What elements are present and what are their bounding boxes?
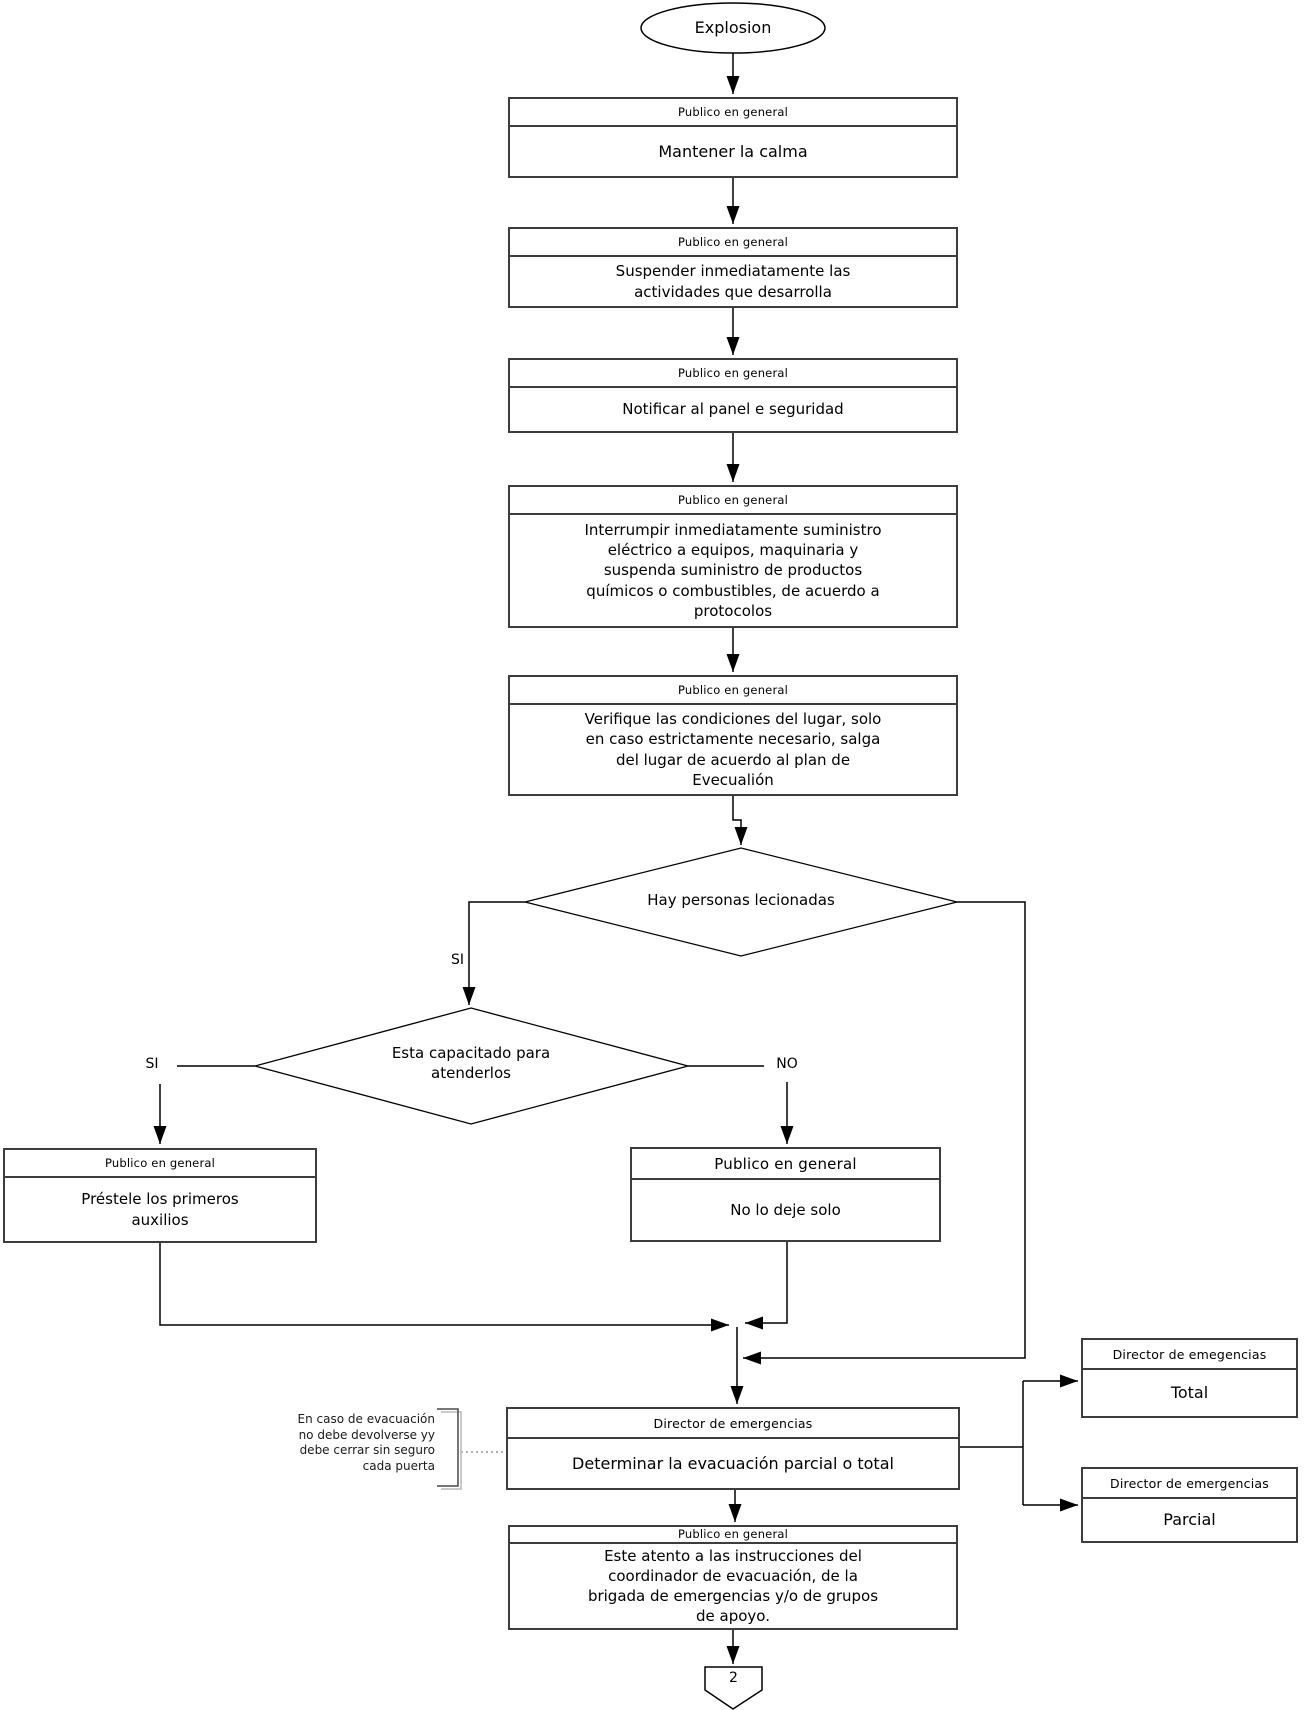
decision1-diamond-shape bbox=[524, 847, 958, 957]
node-role-label: Publico en general bbox=[510, 487, 956, 515]
connector-nodeje-merge bbox=[745, 1242, 788, 1330]
node-role-label: Publico en general bbox=[632, 1149, 939, 1180]
node-role-label: Publico en general bbox=[510, 229, 956, 257]
node-text: Préstele los primeros auxilios bbox=[81, 1190, 239, 1229]
decision1-label: Hay personas lecionadas bbox=[647, 891, 835, 909]
decision2-diamond-shape bbox=[252, 1007, 691, 1125]
connector-group bbox=[153, 53, 1078, 1664]
process-box-parcial: Director de emergencias Parcial bbox=[1081, 1467, 1298, 1543]
node-text: Este atento a las instrucciones del coor… bbox=[587, 1546, 879, 1625]
connector-decision1-si bbox=[462, 901, 525, 1005]
decision2-label: Esta capacitado para atenderlos bbox=[391, 1044, 551, 1082]
node-text: Mantener la calma bbox=[658, 141, 808, 161]
node-role-label: Publico en general bbox=[510, 677, 956, 705]
node-text: Total bbox=[1170, 1383, 1209, 1403]
node-role-label: Director de emegencias bbox=[1083, 1340, 1296, 1370]
node-role-label: Publico en general bbox=[5, 1150, 315, 1178]
evacuation-note: En caso de evacuación no debe devolverse… bbox=[297, 1412, 435, 1473]
connector-verifique-decision1 bbox=[732, 796, 748, 845]
process-box-determinar: Director de emergencias Determinar la ev… bbox=[506, 1407, 960, 1490]
process-box-no-deje-solo: Publico en general No lo deje solo bbox=[630, 1147, 941, 1242]
connector-decision1-no bbox=[743, 901, 1026, 1365]
node-role-label: Publico en general bbox=[510, 360, 956, 388]
process-box-suspender: Publico en general Suspender inmediatame… bbox=[508, 227, 958, 308]
node-text: Verifique las condiciones del lugar, sol… bbox=[584, 710, 882, 789]
process-box-notificar: Publico en general Notificar al panel e … bbox=[508, 358, 958, 433]
node-text: Interrumpir inmediatamente suministro el… bbox=[584, 521, 882, 620]
process-box-mantener-calma: Publico en general Mantener la calma bbox=[508, 97, 958, 178]
connector-prestele-merge bbox=[159, 1243, 729, 1332]
decision1-branch-si-label: SI bbox=[450, 952, 464, 968]
node-text: Suspender inmediatamente las actividades… bbox=[615, 262, 851, 301]
process-box-este-atento: Publico en general Este atento a las ins… bbox=[508, 1525, 958, 1630]
process-box-interrumpir: Publico en general Interrumpir inmediata… bbox=[508, 485, 958, 628]
process-box-total: Director de emegencias Total bbox=[1081, 1338, 1298, 1418]
node-text: Determinar la evacuación parcial o total bbox=[572, 1453, 894, 1473]
note-bracket bbox=[437, 1408, 459, 1487]
process-box-verifique: Publico en general Verifique las condici… bbox=[508, 675, 958, 796]
start-terminator-label: Explosion bbox=[694, 18, 772, 37]
offpage-connector-shape bbox=[704, 1666, 763, 1710]
process-box-prestele: Publico en general Préstele los primeros… bbox=[3, 1148, 317, 1243]
decision2-branch-si-label: SI bbox=[145, 1056, 159, 1072]
node-role-label: Publico en general bbox=[510, 99, 956, 127]
note-bracket-shadow bbox=[441, 1411, 462, 1490]
node-role-label: Director de emergencias bbox=[508, 1409, 958, 1439]
node-role-label: Director de emergencias bbox=[1083, 1469, 1296, 1499]
node-text: No lo deje solo bbox=[730, 1200, 841, 1219]
node-text: Parcial bbox=[1163, 1510, 1216, 1530]
start-terminator-shape bbox=[640, 2, 826, 54]
offpage-connector-label: 2 bbox=[729, 1670, 738, 1686]
node-text: Notificar al panel e seguridad bbox=[622, 400, 844, 419]
node-role-label: Publico en general bbox=[510, 1527, 956, 1544]
decision2-branch-no-label: NO bbox=[776, 1056, 798, 1072]
